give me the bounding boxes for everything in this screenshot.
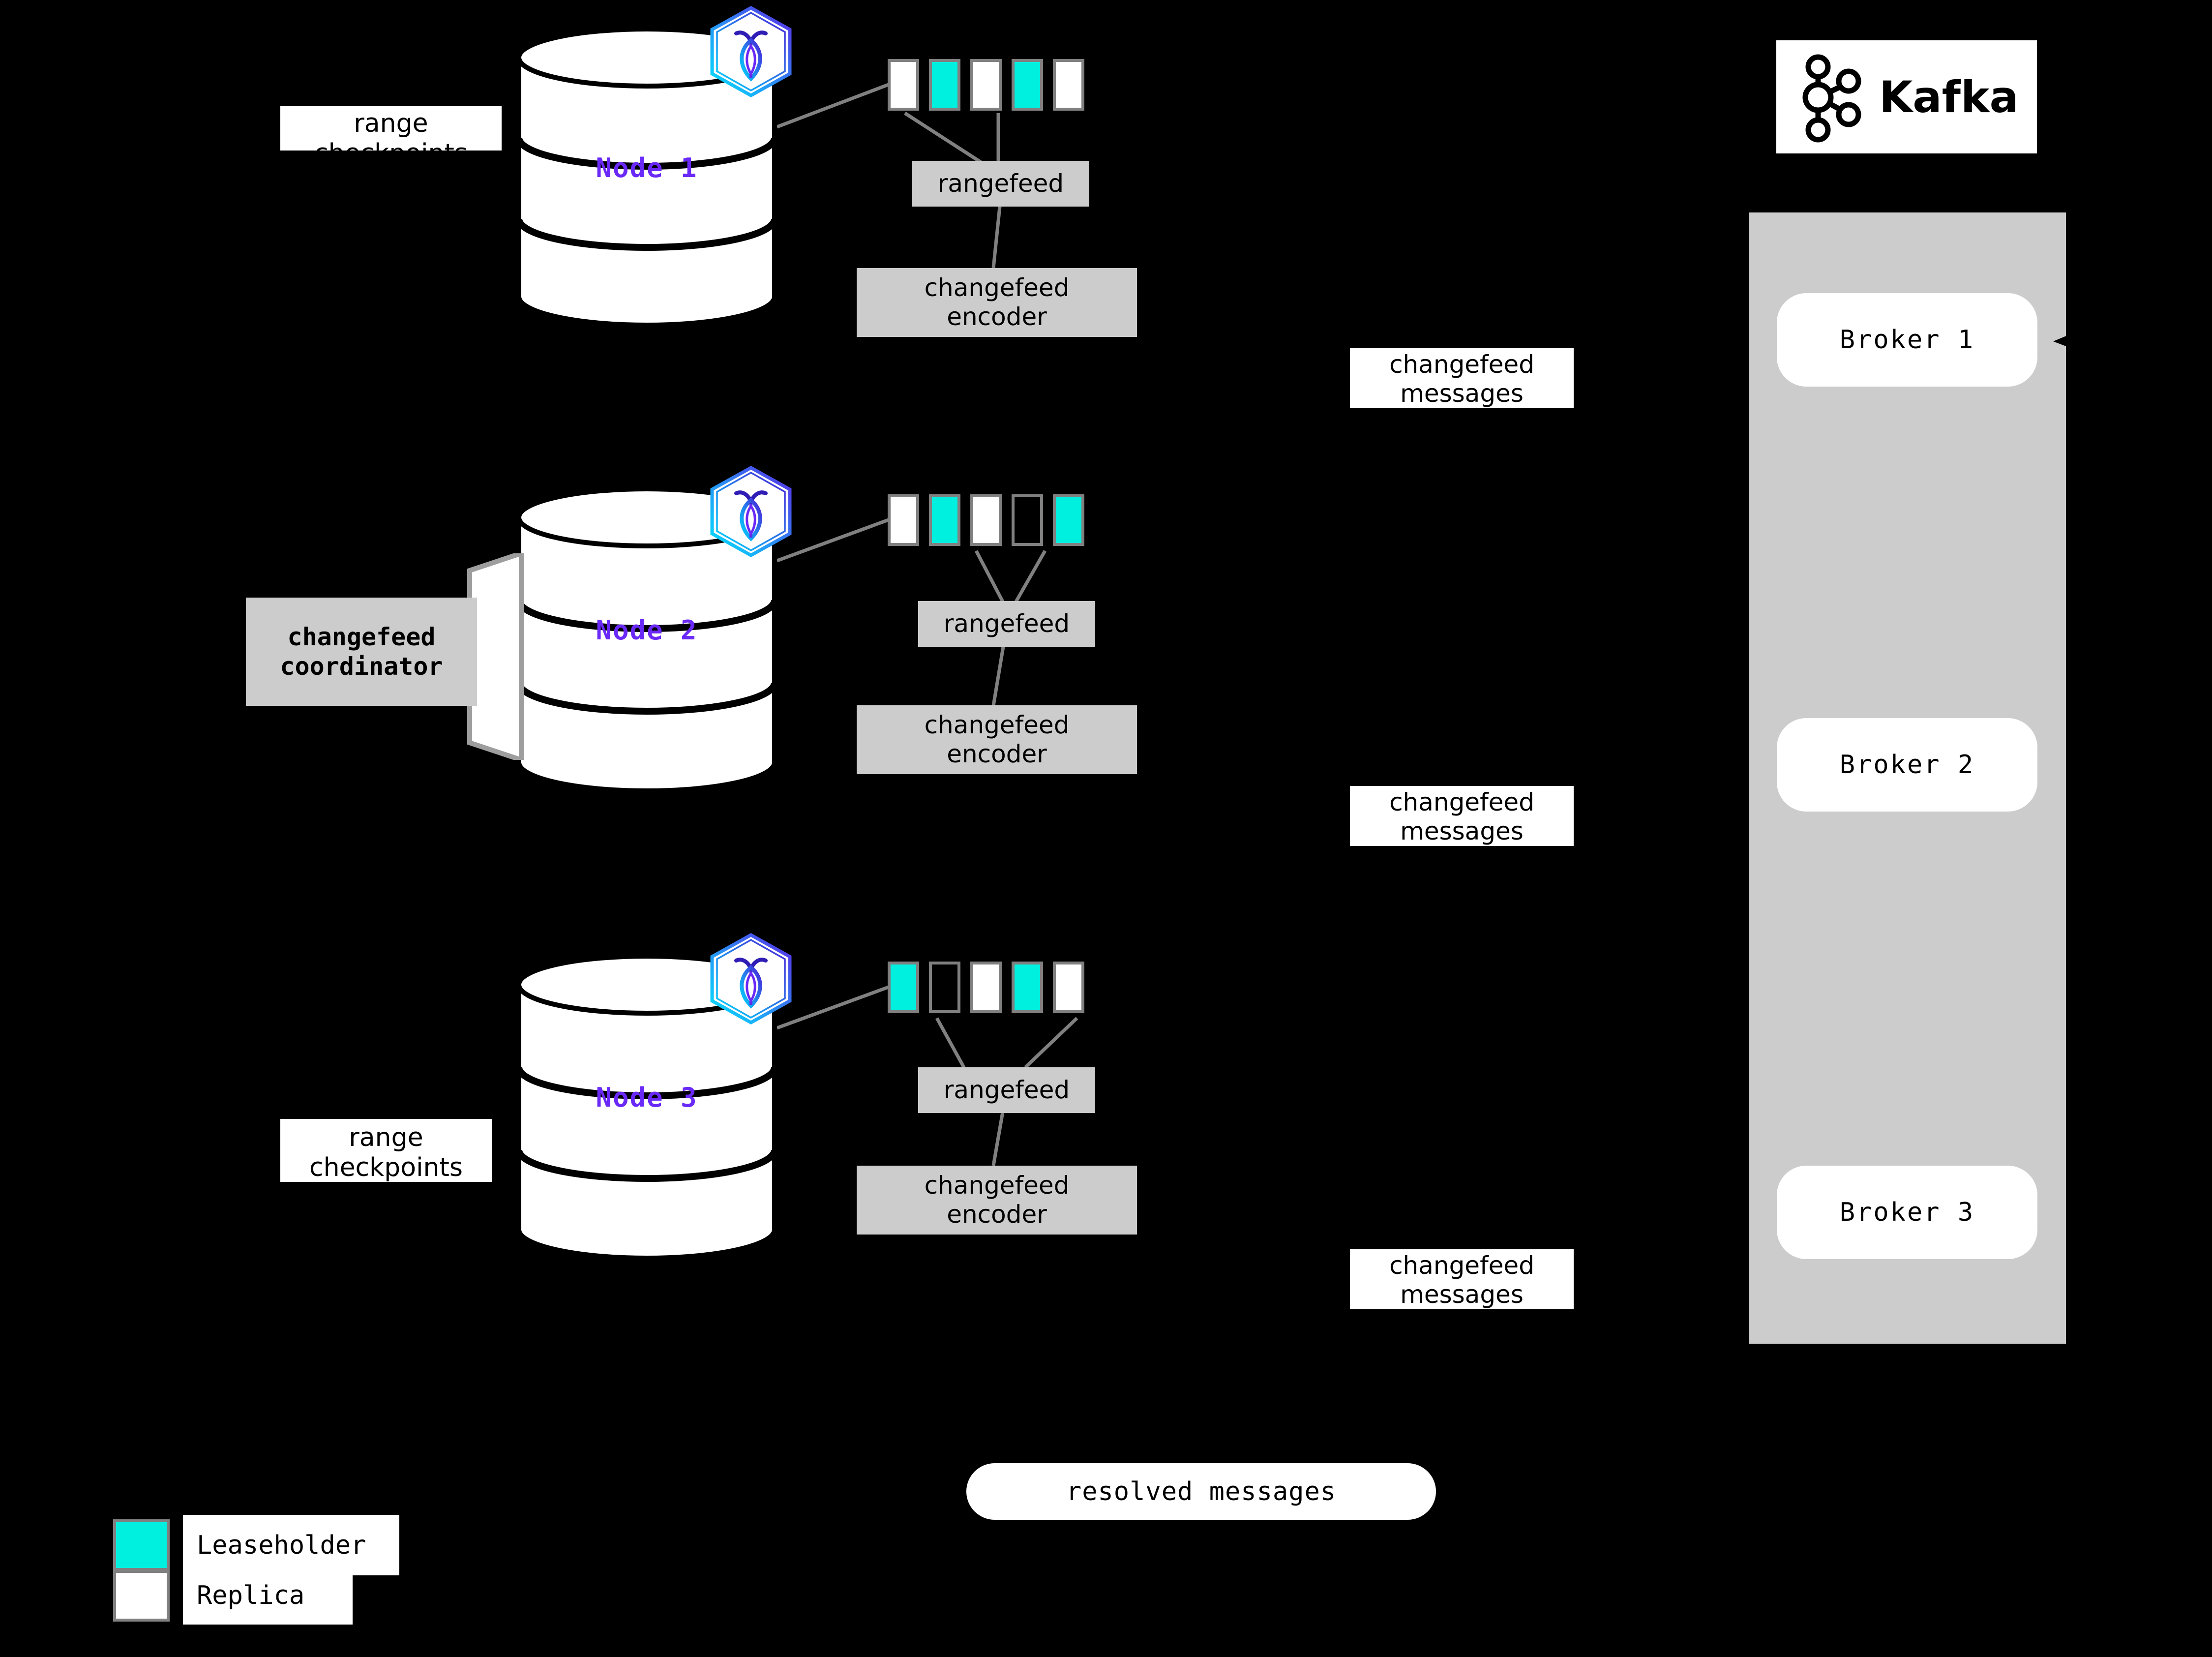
range-checkpoints-label: range checkpoints bbox=[280, 106, 502, 168]
range-checkpoints-label: range checkpoints bbox=[280, 1119, 492, 1182]
node-2-ranges bbox=[888, 494, 1094, 546]
range-empty bbox=[1012, 494, 1043, 546]
replica-swatch bbox=[113, 1569, 170, 1622]
range-replica bbox=[1053, 962, 1084, 1013]
range-leaseholder bbox=[1012, 962, 1043, 1013]
range-replica bbox=[970, 494, 1002, 546]
range-replica bbox=[970, 59, 1002, 111]
kafka-logo: Kafka bbox=[1776, 40, 2037, 153]
range-leaseholder bbox=[1053, 494, 1084, 546]
node-1-ranges bbox=[888, 59, 1094, 111]
legend-item-leaseholder: Leaseholder bbox=[113, 1515, 399, 1575]
kafka-inbound-arrowhead bbox=[2053, 330, 2082, 352]
changefeed-messages-label-3: changefeed messages bbox=[1350, 1249, 1574, 1309]
node-3-label: Node 3 bbox=[596, 1082, 698, 1113]
range-replica bbox=[888, 494, 919, 546]
kafka-wordmark: Kafka bbox=[1879, 71, 2019, 122]
range-leaseholder bbox=[929, 59, 960, 111]
broker-2-box[interactable]: Broker 2 bbox=[1777, 718, 2037, 812]
legend-item-replica: Replica bbox=[113, 1567, 353, 1625]
legend-label-replica: Replica bbox=[183, 1567, 353, 1625]
changefeed-coordinator-callout: changefeed coordinator bbox=[246, 553, 531, 760]
range-leaseholder bbox=[1012, 59, 1043, 111]
broker-3-box[interactable]: Broker 3 bbox=[1777, 1166, 2037, 1259]
range-replica bbox=[970, 962, 1002, 1013]
range-replica bbox=[1053, 59, 1084, 111]
node-1-rangefeed-box[interactable]: rangefeed bbox=[912, 161, 1089, 207]
range-replica bbox=[888, 59, 919, 111]
range-empty bbox=[929, 962, 960, 1013]
node-3-changefeed-encoder-box[interactable]: changefeed encoder bbox=[857, 1166, 1137, 1235]
range-leaseholder bbox=[929, 494, 960, 546]
changefeed-coordinator-box[interactable]: changefeed coordinator bbox=[246, 598, 477, 706]
leaseholder-swatch bbox=[113, 1519, 170, 1571]
node-3-ranges bbox=[888, 962, 1094, 1013]
node-2-label: Node 2 bbox=[596, 615, 698, 646]
broker-1-box[interactable]: Broker 1 bbox=[1777, 293, 2037, 387]
cockroachdb-hexagon-icon bbox=[708, 932, 794, 1025]
resolved-messages-pill[interactable]: resolved messages bbox=[966, 1463, 1436, 1520]
cockroachdb-hexagon-icon bbox=[708, 465, 794, 558]
kafka-logo-icon bbox=[1802, 54, 1861, 143]
legend-label-leaseholder: Leaseholder bbox=[183, 1515, 399, 1575]
changefeed-messages-label-2: changefeed messages bbox=[1350, 786, 1574, 846]
cockroachdb-hexagon-icon bbox=[708, 5, 794, 98]
range-leaseholder bbox=[888, 962, 919, 1013]
node-2-rangefeed-box[interactable]: rangefeed bbox=[918, 601, 1095, 647]
node-1-label: Node 1 bbox=[596, 152, 698, 183]
node-1-changefeed-encoder-box[interactable]: changefeed encoder bbox=[857, 268, 1137, 337]
node-3-rangefeed-box[interactable]: rangefeed bbox=[918, 1067, 1095, 1113]
legend: Leaseholder Replica bbox=[113, 1515, 418, 1625]
node-2-changefeed-encoder-box[interactable]: changefeed encoder bbox=[857, 705, 1137, 774]
changefeed-messages-label-1: changefeed messages bbox=[1350, 348, 1574, 408]
